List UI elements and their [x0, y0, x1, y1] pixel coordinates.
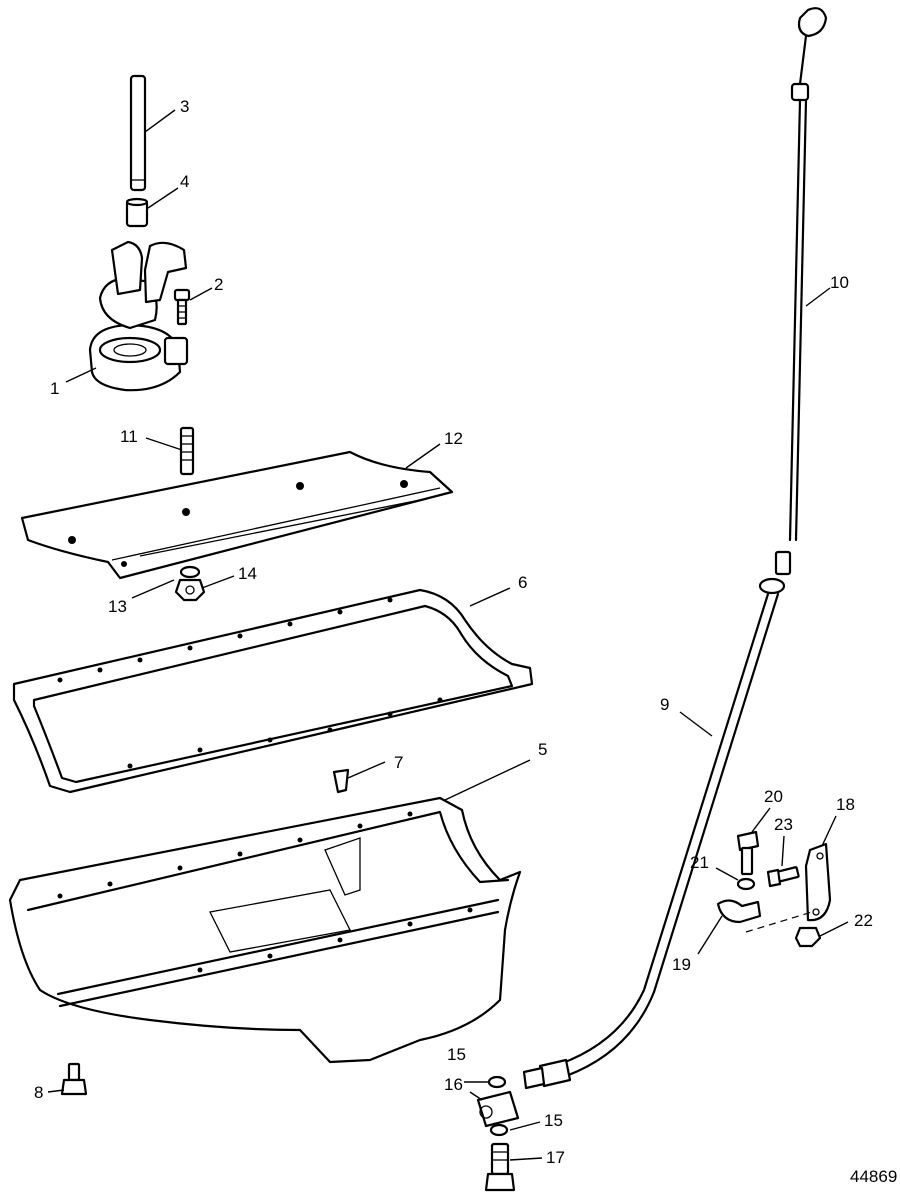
part-8-drain-bolt — [60, 1062, 88, 1096]
callout-7: 7 — [394, 753, 403, 772]
callout-14: 14 — [238, 564, 257, 583]
part-23-bolt — [766, 866, 800, 888]
callout-12: 12 — [444, 429, 463, 448]
callout-11: 11 — [120, 427, 138, 446]
callout-21: 21 — [690, 853, 709, 872]
callout-5: 5 — [538, 740, 547, 759]
part-13-washer — [179, 565, 201, 579]
part-17-connector — [484, 1142, 516, 1192]
part-3-shaft — [129, 74, 147, 192]
part-20-bolt — [736, 830, 760, 876]
callout-15-top: 15 — [447, 1045, 466, 1064]
callout-18: 18 — [836, 795, 855, 814]
part-22-nut — [794, 926, 822, 948]
part-15-washer-bottom — [489, 1123, 509, 1137]
part-11-stud — [179, 426, 195, 476]
callout-15-bottom: 15 — [544, 1111, 563, 1130]
part-12-windage-tray — [20, 450, 454, 580]
callout-9: 9 — [660, 695, 669, 714]
leader-lines — [47, 109, 849, 1161]
part-10-dipstick — [788, 7, 828, 542]
callout-3: 3 — [180, 97, 189, 116]
part-16-fitting — [476, 1090, 520, 1128]
part-6-oil-pan-gasket — [12, 588, 534, 794]
part-15-washer-top — [487, 1075, 507, 1089]
part-18-bracket — [804, 842, 832, 922]
callout-20: 20 — [764, 787, 783, 806]
callout-19: 19 — [672, 955, 691, 974]
part-1-oil-pump — [88, 240, 189, 392]
callout-4: 4 — [180, 172, 189, 191]
part-7-plug — [332, 768, 350, 794]
part-14-nut — [174, 578, 206, 602]
callout-16: 16 — [444, 1075, 463, 1094]
callout-22: 22 — [854, 911, 873, 930]
callout-23: 23 — [774, 815, 793, 834]
callout-10: 10 — [830, 273, 849, 292]
callout-1: 1 — [50, 379, 59, 398]
part-5-oil-pan — [8, 796, 522, 1064]
part-4-coupling — [125, 197, 149, 228]
part-9-dipstick-tube — [522, 550, 792, 1090]
part-2-bolt — [173, 288, 191, 326]
figure-number: 44869 — [850, 1167, 897, 1186]
callout-6: 6 — [518, 573, 527, 592]
callout-8: 8 — [34, 1083, 43, 1102]
part-21-washer — [736, 877, 756, 891]
part-19-clip — [716, 899, 762, 924]
callout-17: 17 — [546, 1148, 565, 1167]
callout-2: 2 — [214, 275, 223, 294]
callout-labels: 3 4 2 1 11 12 13 14 6 7 5 8 9 10 20 23 2… — [34, 97, 897, 1186]
callout-13: 13 — [108, 597, 127, 616]
